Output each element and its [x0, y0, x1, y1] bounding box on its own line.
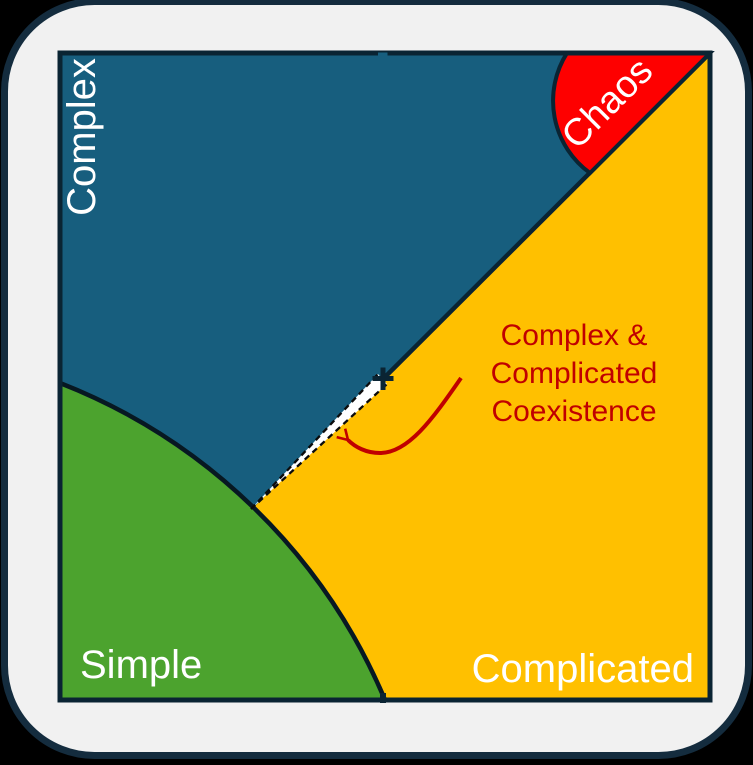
- complex-region-label: Complex: [60, 58, 104, 216]
- region-complex: [60, 53, 710, 508]
- region-chaos: [551, 51, 715, 176]
- coexistence-annotation: Complex & Complicated Coexistence: [491, 319, 658, 428]
- region-simple: [60, 383, 385, 700]
- annotation-arrow: [336, 376, 463, 456]
- bottom-midpoint-tick: [380, 693, 386, 703]
- annotation-line-3: Coexistence: [491, 395, 656, 428]
- midpoint-cross-marker: [372, 367, 394, 390]
- annotation-line-2: Complicated: [491, 357, 658, 390]
- simple-boundary-curve: [59, 380, 388, 701]
- annotation-line-1: Complex &: [501, 319, 648, 352]
- complicated-region-label: Complicated: [472, 647, 694, 691]
- top-midpoint-tick: [378, 52, 388, 59]
- simple-region-label: Simple: [80, 643, 202, 687]
